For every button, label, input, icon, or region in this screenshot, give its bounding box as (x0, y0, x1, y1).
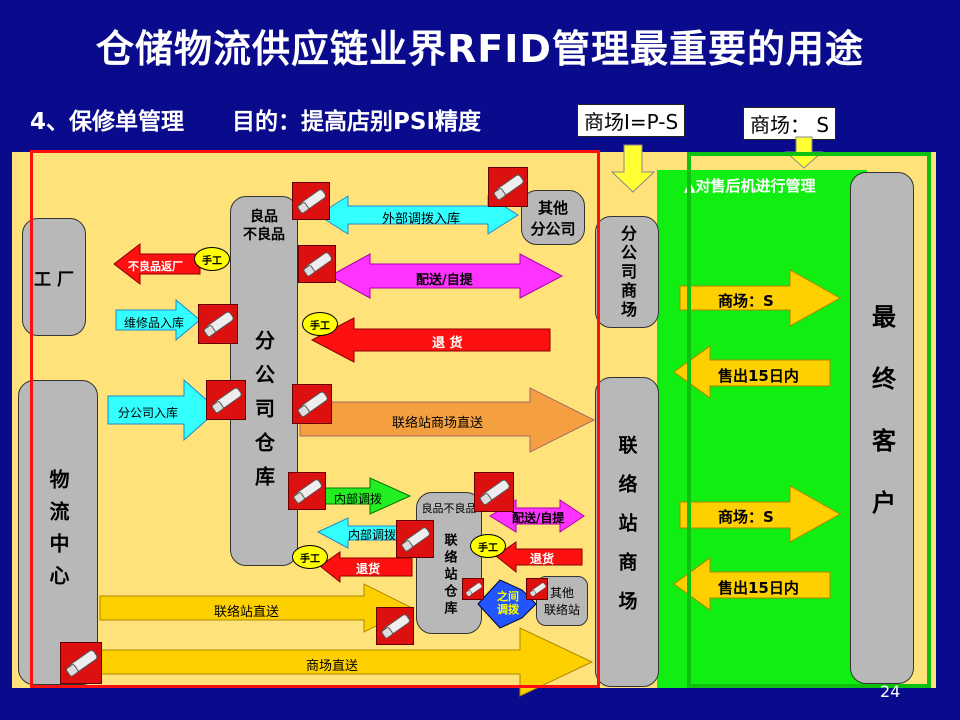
other-branch-node: 其他 分公司 (521, 190, 585, 245)
label-deliver-1: 配送/自提 (416, 273, 473, 288)
red-frame (30, 150, 600, 688)
label-sold-1: 售出15日内 (718, 367, 799, 385)
label-store-direct: 商场直送 (306, 659, 359, 674)
rfid-scanner-icon (462, 578, 484, 600)
liaison-store-node: 联络站商场 (595, 377, 659, 687)
manual-badge: 手工 (292, 545, 328, 569)
rfid-scanner-icon (376, 607, 414, 645)
label-deliver-2: 配送/自提 (512, 511, 565, 525)
manual-badge: 手工 (302, 312, 338, 336)
branch-store-node: 分公司商场 (595, 216, 659, 328)
rfid-scanner-icon (526, 578, 548, 600)
arrow-outer-transfer (317, 195, 519, 235)
liaison-store-label: 联络站商场 (615, 434, 638, 630)
label-inner-in: 内部调拨 (348, 528, 397, 542)
label-return-3: 退货 (356, 562, 381, 576)
station-wh-text: 联络站仓库 (441, 532, 457, 618)
arrow-return-1 (310, 317, 551, 363)
warehouse-text: 分公司仓库 (251, 330, 276, 500)
label-store-s-2: 商场：S (718, 508, 774, 526)
arrow-repair-in (115, 298, 201, 342)
warehouse-top-label: 良品 不良品 (243, 209, 285, 244)
after-sales-area (657, 170, 867, 688)
arrow-sold-1 (673, 345, 831, 399)
label-sold-2: 售出15日内 (718, 579, 799, 597)
arrow-deliver-1 (328, 253, 564, 299)
arrow-return-3 (319, 551, 413, 584)
store-s-box: 商场： S (743, 107, 837, 140)
rfid-scanner-icon (206, 380, 246, 420)
label-return-1: 退 货 (432, 336, 463, 351)
rfid-scanner-icon (288, 472, 326, 510)
station-top-label: 良品不良品 (421, 502, 477, 515)
arrow-sold-2 (673, 557, 831, 611)
page-title: 仓储物流供应链业界RFID管理最重要的用途 (96, 27, 864, 71)
label-return-2: 退货 (530, 552, 555, 566)
arrow-liaison-direct-1 (299, 387, 596, 453)
psi-box: 商场I=P-S (577, 104, 686, 137)
arrow-return-2 (495, 541, 583, 574)
arrow-store-direct (99, 627, 594, 697)
arrow-between (477, 579, 537, 629)
after-sales-label: ▲对售后机进行管理 (684, 177, 816, 195)
green-frame (687, 152, 931, 688)
rfid-scanner-icon (298, 245, 336, 283)
manual-badge: 手工 (470, 534, 506, 558)
other-station-node: 其他 联络站 (536, 576, 588, 626)
warehouse-label: 分公司仓库 (230, 270, 298, 560)
manual-badge: 手工 (194, 247, 230, 271)
rfid-scanner-icon (396, 520, 434, 558)
label-defect-return: 不良品返厂 (128, 260, 183, 273)
branch-store-label: 分公司商场 (618, 224, 637, 320)
rfid-scanner-icon (292, 384, 332, 424)
final-customer-node: 最终客户 (850, 172, 914, 684)
label-liaison-direct-2: 联络站直送 (214, 605, 280, 620)
customer-label: 最终客户 (867, 304, 896, 552)
logistics-label: 物流中心 (46, 468, 70, 597)
down-arrow-psi (610, 144, 656, 193)
label-between: 之间 调拨 (497, 590, 519, 617)
station-warehouse-node (416, 492, 482, 634)
label-liaison-direct-1: 联络站商场直送 (392, 416, 484, 431)
arrow-store-s-2 (679, 485, 842, 543)
label-inner-out: 内部调拨 (334, 492, 383, 506)
subtitle: 4、保修单管理 目的：提高店别PSI精度 (30, 109, 482, 135)
station-wh-label: 联络站仓库 (418, 522, 480, 628)
rfid-scanner-icon (198, 304, 238, 344)
label-store-s-1: 商场：S (718, 292, 774, 310)
arrow-branch-in (107, 378, 219, 442)
rfid-scanner-icon (292, 182, 330, 220)
label-outer-transfer: 外部调拨入库 (382, 212, 461, 227)
rfid-scanner-icon (488, 167, 528, 207)
label-repair-in: 维修品入库 (124, 316, 185, 330)
rfid-scanner-icon (474, 472, 514, 512)
arrow-store-s-1 (679, 269, 842, 327)
rfid-scanner-icon (60, 642, 102, 684)
label-branch-in: 分公司入库 (118, 406, 179, 420)
page-number: 24 (880, 682, 901, 701)
